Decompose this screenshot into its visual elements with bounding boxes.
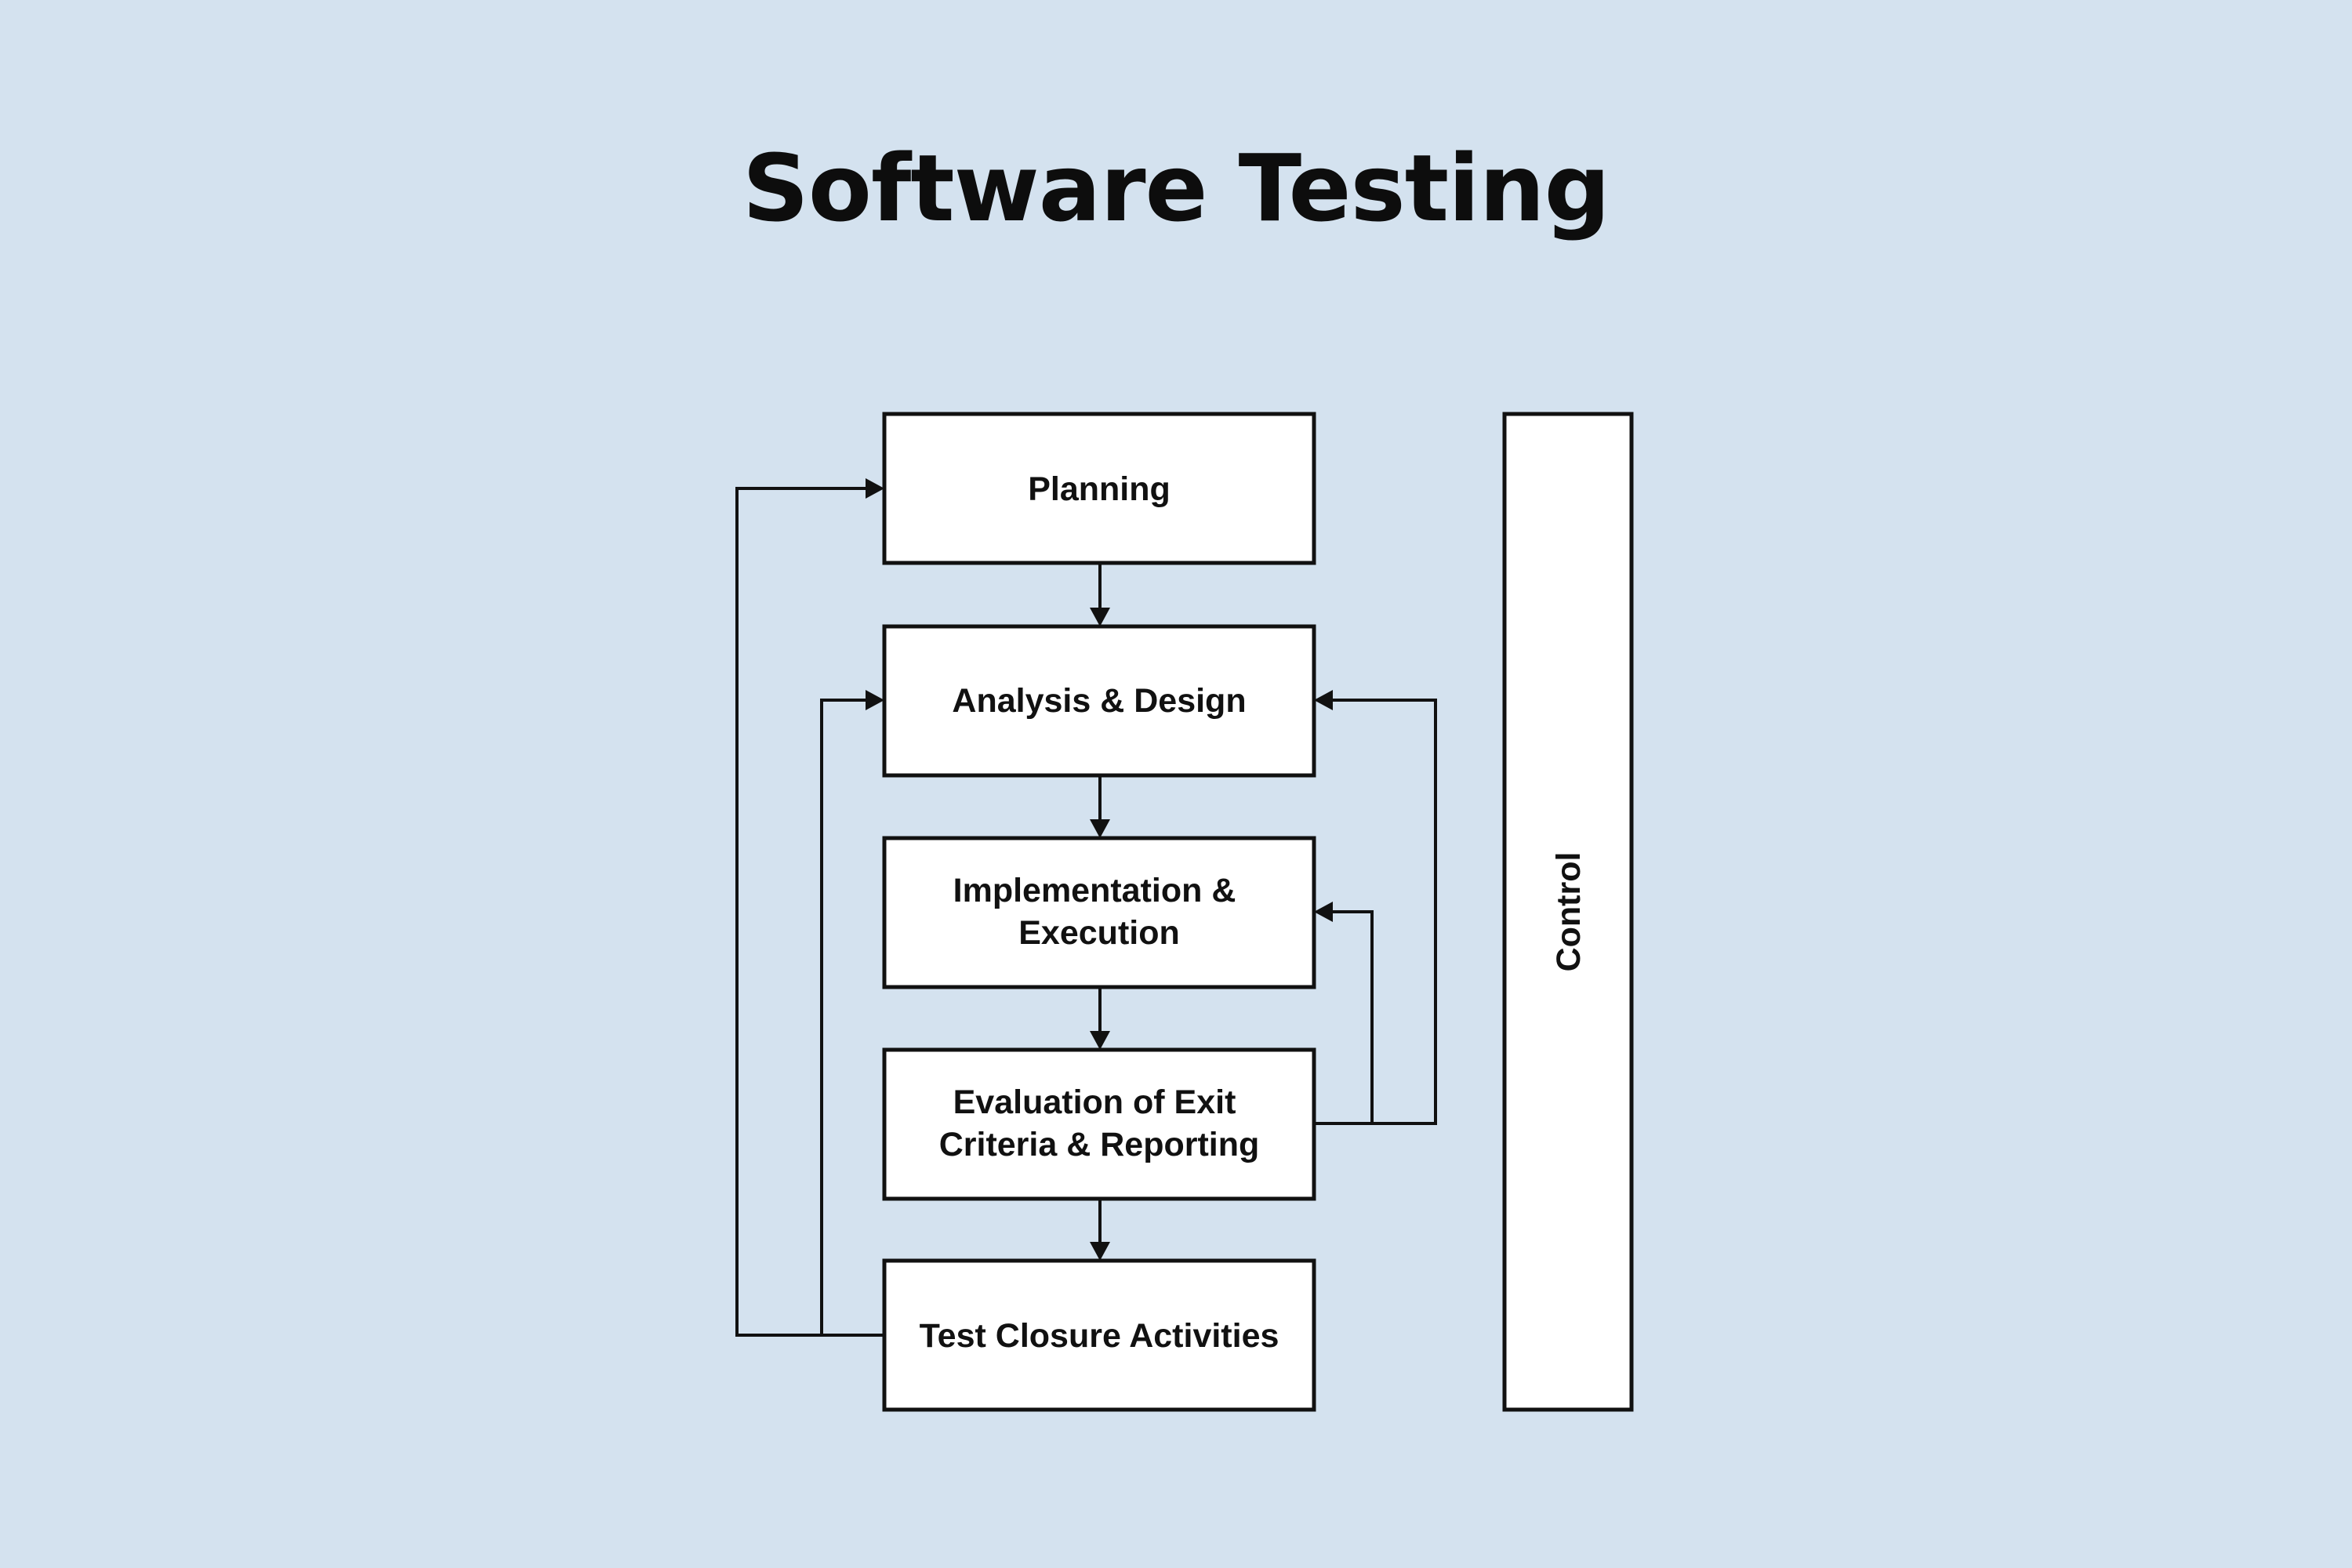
arrowhead-feedback-into-planning [866,478,884,499]
evaluation-reporting-label: Evaluation of Exit Criteria & Reporting [939,1083,1260,1163]
analysis-design-label: Analysis & Design [952,682,1246,720]
feedback-closure-to-planning [735,487,884,1337]
arrowhead-feedback-into-analysis-left [866,690,884,710]
arrowhead-into-closure [1090,1242,1110,1261]
feedback-evaluation-to-implementation [1331,910,1374,1123]
planning-box [882,412,1316,565]
arrowhead-into-implementation [1090,819,1110,838]
feedback-closure-to-analysis [820,699,867,1335]
arrowhead-into-evaluation [1090,1031,1110,1050]
control-label: Control [1550,852,1588,972]
evaluation-reporting-box [882,1047,1316,1201]
planning-label: Planning [1028,470,1171,508]
arrowhead-feedback-into-implementation [1314,902,1333,922]
test-closure-box [882,1258,1316,1412]
implementation-execution-label: Implementation & Execution [953,872,1246,952]
feedback-evaluation-to-analysis [1314,699,1437,1125]
arrowhead-feedback-into-analysis-right [1314,690,1333,710]
implementation-execution-box [882,836,1316,989]
test-closure-label: Test Closure Activities [920,1317,1279,1355]
analysis-design-box [882,624,1316,778]
arrowhead-into-analysis [1090,608,1110,626]
control-box [1502,412,1634,1412]
page-title: Software Testing [742,134,1610,242]
